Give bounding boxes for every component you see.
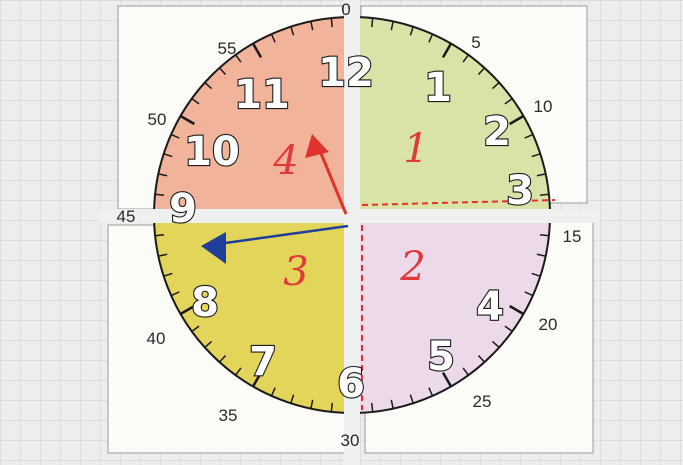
hour-numeral-12: 12 xyxy=(318,50,374,96)
minute-label-15: 15 xyxy=(563,227,582,246)
minute-label-50: 50 xyxy=(148,110,167,129)
quadrant-number-1: 1 xyxy=(403,126,428,172)
minute-tick xyxy=(331,18,332,27)
minute-tick xyxy=(372,403,373,412)
quadrant-number-3: 3 xyxy=(283,249,308,295)
minute-tick xyxy=(540,235,549,236)
hour-numeral-6: 6 xyxy=(337,361,365,407)
hour-numeral-5: 5 xyxy=(427,334,455,380)
hour-numeral-3: 3 xyxy=(506,168,534,214)
minute-tick xyxy=(372,18,373,27)
minute-label-20: 20 xyxy=(539,315,558,334)
minute-tick xyxy=(331,403,332,412)
minute-tick xyxy=(155,235,164,236)
minute-label-25: 25 xyxy=(473,392,492,411)
quadrant-number-4: 4 xyxy=(272,138,298,184)
minute-label-0: 0 xyxy=(341,0,350,19)
minute-label-35: 35 xyxy=(219,406,238,425)
hour-numeral-10: 10 xyxy=(184,129,240,175)
hour-numeral-7: 7 xyxy=(249,339,277,385)
minute-tick xyxy=(540,194,549,195)
hour-numeral-2: 2 xyxy=(483,109,511,155)
minute-label-45: 45 xyxy=(117,207,136,226)
hour-numeral-9: 9 xyxy=(169,186,197,232)
minute-label-5: 5 xyxy=(471,33,480,52)
hour-numeral-8: 8 xyxy=(191,280,219,326)
minute-label-40: 40 xyxy=(147,329,166,348)
hour-numeral-1: 1 xyxy=(424,65,452,111)
minute-label-10: 10 xyxy=(534,97,553,116)
hour-numeral-11: 11 xyxy=(234,72,290,118)
hour-numeral-4: 4 xyxy=(476,284,504,330)
quadrant-number-2: 2 xyxy=(399,244,425,290)
minute-label-55: 55 xyxy=(218,39,237,58)
minute-label-30: 30 xyxy=(341,431,360,450)
minute-tick xyxy=(155,194,164,195)
